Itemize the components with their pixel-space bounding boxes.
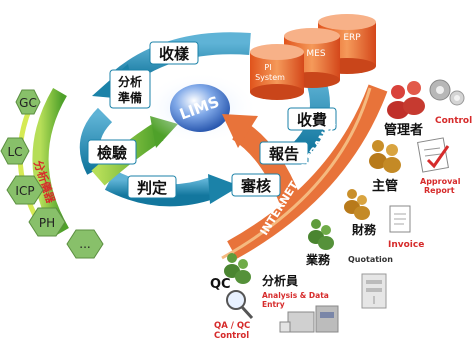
step-analysis-prep-line2: 準備 xyxy=(118,90,142,105)
qc-label: QC xyxy=(210,277,231,292)
magnifier-icon xyxy=(226,290,254,320)
instrument-icp: ICP xyxy=(6,175,44,205)
mes-label: MES xyxy=(306,49,325,59)
instrument-lc-label: LC xyxy=(7,145,22,159)
sales-group-icon xyxy=(308,219,334,250)
invoice-icon xyxy=(389,205,411,233)
step-billing-label: 收費 xyxy=(297,111,327,129)
instrument-more: ... xyxy=(66,229,104,259)
instrument-more-label: ... xyxy=(79,237,90,251)
approval-report-icon xyxy=(417,137,450,173)
lab-equipment-icon xyxy=(279,305,339,333)
control-label: Control xyxy=(435,116,472,126)
orange-arrowhead xyxy=(222,114,258,148)
instrument-ph-label: PH xyxy=(39,216,55,230)
pi-label-line2: System xyxy=(255,73,285,82)
cycle-arrowhead-bottom xyxy=(208,174,240,204)
analysis-entry-line2: Entry xyxy=(262,300,285,309)
invoice-label: Invoice xyxy=(388,240,424,250)
qa-qc-line1: QA / QC xyxy=(214,321,250,331)
sales-label: 業務 xyxy=(305,252,331,267)
step-analysis-prep-line1: 分析 xyxy=(118,74,142,89)
quotation-label: Quotation xyxy=(348,255,393,264)
step-billing: 收費 xyxy=(287,107,337,131)
erp-label: ERP xyxy=(343,33,361,43)
step-analysis-prep: 分析 準備 xyxy=(109,69,151,109)
step-sampling: 收樣 xyxy=(149,41,199,65)
step-review-label: 審核 xyxy=(240,177,271,195)
analyst-label: 分析員 xyxy=(262,273,298,288)
step-inspection: 檢驗 xyxy=(87,139,137,165)
control-gears-icon xyxy=(429,79,465,106)
step-report: 報告 xyxy=(259,141,309,165)
finance-group-icon xyxy=(344,189,370,220)
analyst-group-icon xyxy=(224,253,251,284)
instrument-lc: LC xyxy=(0,137,30,165)
step-report-label: 報告 xyxy=(269,145,299,163)
supervisor-label: 主管 xyxy=(372,178,398,194)
supervisor-group-icon xyxy=(369,140,401,173)
lims-sphere xyxy=(170,84,230,132)
step-review: 審核 xyxy=(231,173,281,197)
approval-label-line1: Approval xyxy=(420,177,461,186)
analysis-entry-line1: Analysis & Data xyxy=(262,291,329,300)
pi-label-line1: PI xyxy=(264,63,271,72)
step-judgement: 判定 xyxy=(127,175,177,199)
step-judgement-label: 判定 xyxy=(137,179,167,197)
qa-qc-line2: Control xyxy=(214,331,249,341)
step-inspection-label: 檢驗 xyxy=(97,144,127,162)
instrument-gc: GC xyxy=(15,89,41,115)
manager-group-icon xyxy=(387,81,425,119)
instrument-icp-label: ICP xyxy=(15,184,34,198)
approval-label-line2: Report xyxy=(424,186,455,195)
finance-label: 財務 xyxy=(351,222,377,237)
instrument-ph: PH xyxy=(28,207,66,237)
instrument-gc-label: GC xyxy=(19,96,37,110)
server-icon xyxy=(361,273,387,309)
database-pi: PI System xyxy=(250,44,304,100)
step-sampling-label: 收樣 xyxy=(159,45,190,63)
manager-label: 管理者 xyxy=(384,122,423,138)
